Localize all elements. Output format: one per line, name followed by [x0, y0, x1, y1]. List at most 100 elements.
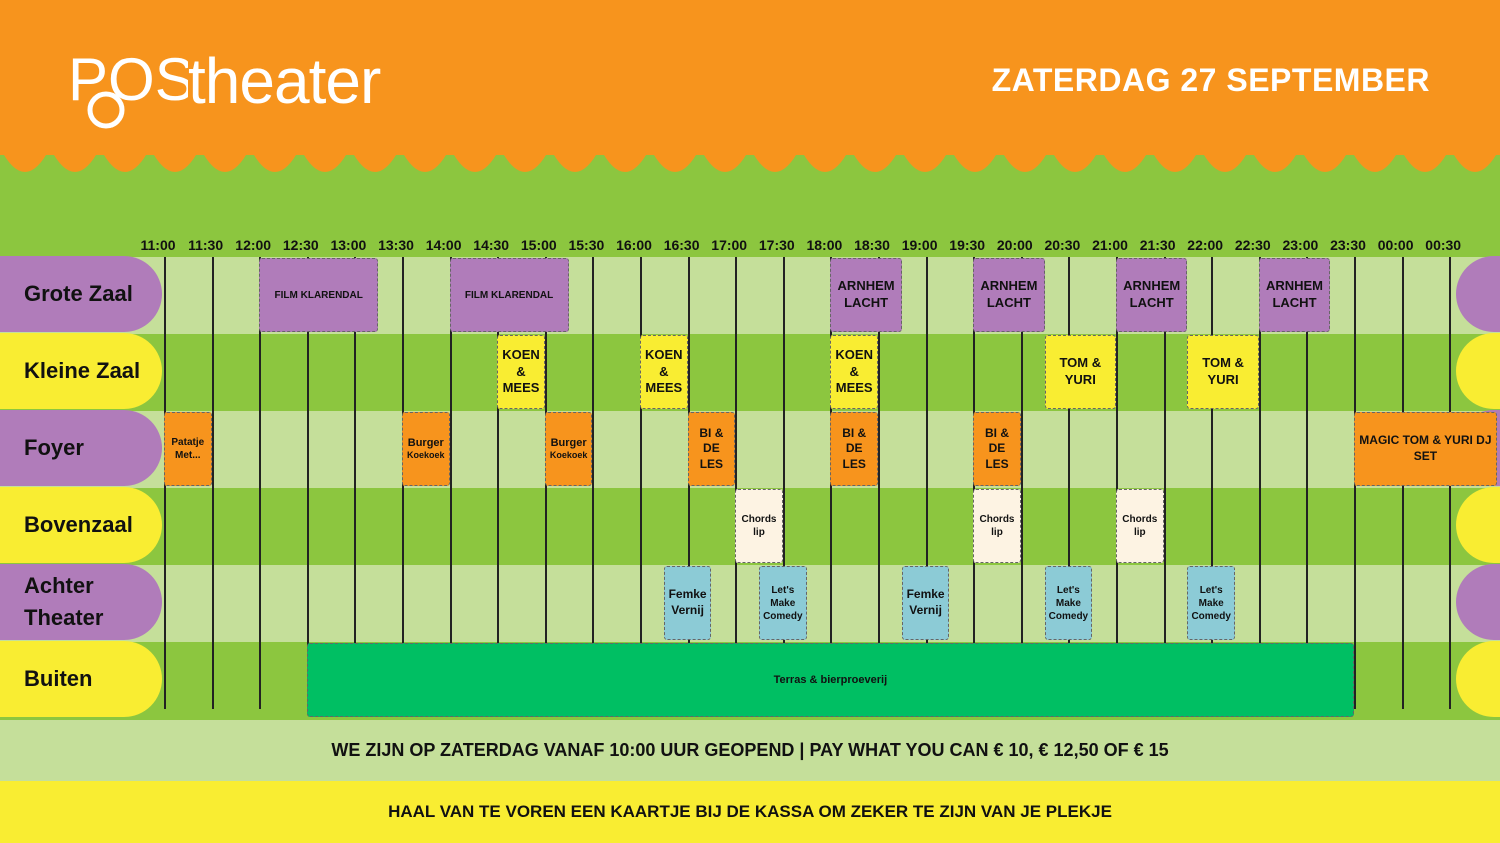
time-label: 22:30: [1234, 237, 1271, 253]
time-label: 14:30: [473, 237, 510, 253]
time-label: 13:30: [378, 237, 414, 253]
grid-line: [259, 257, 261, 709]
grid-line: [354, 257, 356, 709]
event-title: BI & DE LES: [699, 425, 724, 471]
event-block[interactable]: Patatje Met...: [164, 412, 212, 486]
time-label: 19:00: [901, 237, 938, 253]
time-label: 12:00: [235, 237, 272, 253]
event-title: Let's Make Comedy: [1048, 584, 1089, 622]
time-label: 16:30: [663, 237, 700, 253]
logo-mark: POST: [68, 46, 188, 113]
scallop-border: [0, 140, 1500, 172]
grid-line: [640, 257, 642, 709]
time-label: 21:00: [1092, 237, 1128, 253]
ticket-info: HAAL VAN TE VOREN EEN KAARTJE BIJ DE KAS…: [0, 781, 1500, 843]
event-block[interactable]: KOEN & MEES: [497, 335, 545, 409]
event-block[interactable]: ARNHEM LACHT: [973, 258, 1045, 332]
grid-line: [1211, 257, 1213, 709]
event-block[interactable]: KOEN & MEES: [830, 335, 878, 409]
grid-line: [735, 257, 737, 709]
event-title: Femke Vernij: [668, 587, 707, 617]
event-subtitle: Koekoek: [407, 450, 445, 461]
event-block[interactable]: MAGIC TOM & YURI DJ SET: [1354, 412, 1497, 486]
event-block[interactable]: KOEN & MEES: [640, 335, 688, 409]
event-title: FILM KLARENDAL: [464, 289, 554, 301]
grid-line: [1116, 257, 1118, 709]
post-logo-icon: POST: [68, 46, 188, 129]
event-block[interactable]: Chords lip: [973, 489, 1021, 563]
event-block[interactable]: Let's Make Comedy: [1187, 566, 1235, 640]
venue-label: Grote Zaal: [0, 256, 162, 332]
event-block[interactable]: ARNHEM LACHT: [1116, 258, 1188, 332]
grid-line: [307, 257, 309, 709]
time-label: 17:00: [711, 237, 748, 253]
event-title: ARNHEM LACHT: [980, 278, 1038, 310]
time-label: 19:30: [949, 237, 986, 253]
event-block[interactable]: Chords lip: [1116, 489, 1164, 563]
grid-line: [450, 257, 452, 709]
event-block[interactable]: BI & DE LES: [830, 412, 878, 486]
event-block[interactable]: BI & DE LES: [687, 412, 736, 486]
grid-line: [1164, 257, 1166, 709]
grid-line: [592, 257, 594, 709]
event-block[interactable]: BI & DE LES: [973, 412, 1021, 486]
time-label: 15:30: [568, 237, 605, 253]
time-label: 17:30: [758, 237, 795, 253]
time-label: 21:30: [1139, 237, 1176, 253]
venue-label: Bovenzaal: [0, 487, 162, 563]
event-block[interactable]: Femke Vernij: [663, 566, 712, 640]
event-title: Let's Make Comedy: [763, 584, 803, 622]
event-block[interactable]: Let's Make Comedy: [759, 566, 807, 640]
header: [0, 0, 1500, 155]
event-block[interactable]: TOM & YURI: [1044, 335, 1116, 409]
time-label: 18:30: [854, 237, 890, 253]
venue-label: Achter Theater: [0, 564, 162, 640]
event-title: Chords lip: [979, 514, 1015, 538]
grid-line: [878, 257, 880, 709]
time-label: 16:00: [616, 237, 652, 253]
event-title: Chords lip: [741, 514, 777, 538]
event-block[interactable]: ARNHEM LACHT: [1258, 258, 1331, 332]
event-block[interactable]: Femke Vernij: [901, 566, 950, 640]
event-title: Burger: [550, 437, 587, 449]
event-date: ZATERDAG 27 SEPTEMBER: [991, 62, 1430, 98]
venue-label: Buiten: [0, 641, 162, 717]
grid-line: [1259, 257, 1261, 709]
event-title: Patatje Met...: [171, 437, 205, 461]
event-title: Let's Make Comedy: [1191, 584, 1231, 622]
row-stripe: [0, 411, 1500, 488]
time-label: 15:00: [520, 237, 557, 253]
grid-line: [1306, 257, 1308, 709]
event-block[interactable]: TOM & YURI: [1187, 335, 1259, 409]
venue-label: Foyer: [0, 410, 162, 486]
row-stripe: [0, 565, 1500, 642]
event-title: MAGIC TOM & YURI DJ SET: [1359, 433, 1492, 463]
event-title: KOEN & MEES: [645, 346, 683, 396]
event-block[interactable]: Chords lip: [735, 489, 783, 563]
row-stripe: [0, 257, 1500, 334]
event-block[interactable]: FILM KLARENDAL: [259, 258, 379, 332]
time-label: 23:30: [1330, 237, 1366, 253]
event-block[interactable]: Let's Make Comedy: [1044, 566, 1093, 640]
time-label: 00:00: [1377, 237, 1414, 253]
grid-line: [1068, 257, 1070, 709]
event-title: TOM & YURI: [1202, 355, 1244, 387]
event-block[interactable]: ARNHEM LACHT: [830, 258, 902, 332]
event-block[interactable]: FILM KLARENDAL: [449, 258, 569, 332]
event-title: FILM KLARENDAL: [274, 289, 363, 301]
time-label: 14:00: [425, 237, 462, 253]
grid-line: [926, 257, 928, 709]
event-title: Chords lip: [1122, 514, 1158, 538]
event-title: BI & DE LES: [984, 425, 1009, 471]
grid-line: [497, 257, 499, 709]
time-label: 23:00: [1282, 237, 1319, 253]
event-title: ARNHEM LACHT: [837, 278, 895, 310]
time-label: 13:00: [330, 237, 367, 253]
event-block[interactable]: Terras & bierproeverij: [306, 643, 1354, 717]
opening-info: WE ZIJN OP ZATERDAG VANAF 10:00 UUR GEOP…: [0, 720, 1500, 781]
event-title: Femke Vernij: [906, 587, 945, 617]
time-label: 22:00: [1187, 237, 1224, 253]
event-title: KOEN & MEES: [835, 346, 873, 396]
